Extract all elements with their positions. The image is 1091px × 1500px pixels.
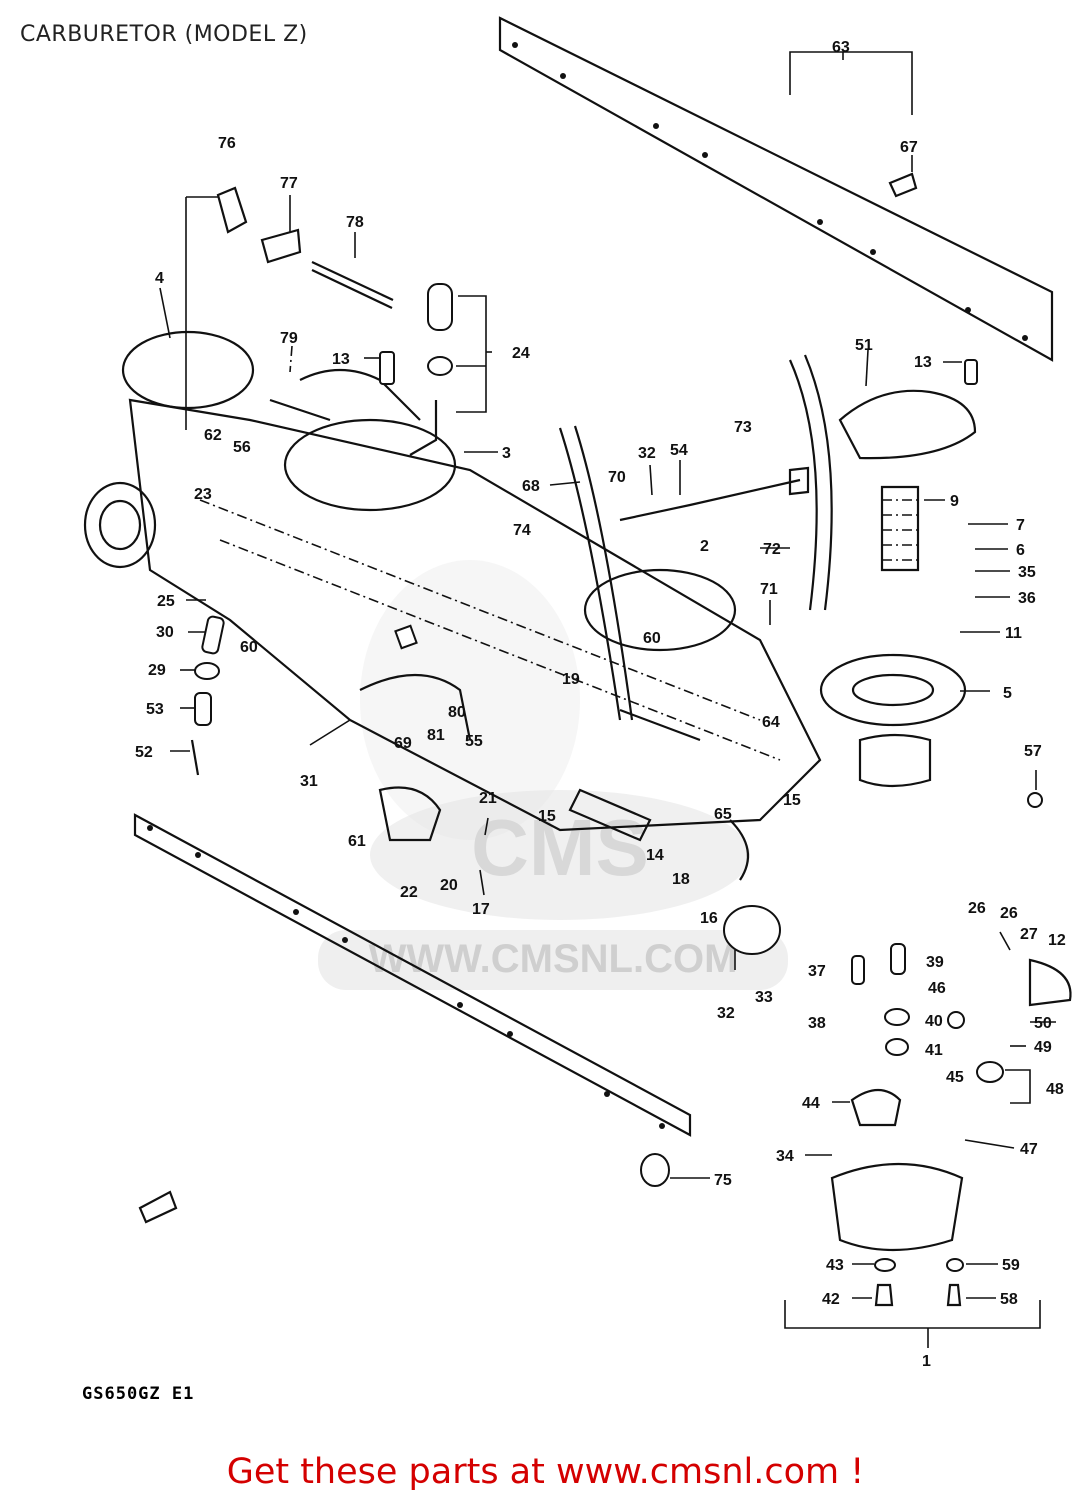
callout-26a: 26 [968,900,986,917]
callout-80: 80 [448,704,466,721]
callout-57: 57 [1024,743,1042,760]
callout-39: 39 [926,954,944,971]
callout-49: 49 [1034,1039,1052,1056]
callout-16: 16 [700,910,718,927]
callout-64: 64 [762,714,780,731]
watermark: CMS WWW.CMSNL.COM [318,560,788,990]
callout-47: 47 [1020,1141,1038,1158]
callout-63: 63 [832,39,850,56]
callout-13b: 13 [914,354,932,371]
callout-52: 52 [135,744,153,761]
callout-71: 71 [760,581,778,598]
callout-15b: 15 [783,792,801,809]
callout-50: 50 [1034,1015,1052,1032]
callout-81: 81 [427,727,445,744]
callout-43: 43 [826,1257,844,1274]
callout-14: 14 [646,847,664,864]
small-parts [138,172,1072,1307]
callout-74: 74 [513,522,531,539]
callout-45: 45 [946,1069,964,1086]
callout-37: 37 [808,963,826,980]
callout-78: 78 [346,214,364,231]
callout-68: 68 [522,478,540,495]
watermark-logo: CMS [471,803,649,892]
callout-65: 65 [714,806,732,823]
page-title: CARBURETOR (MODEL Z) [20,22,308,47]
callout-32b: 32 [717,1005,735,1022]
callout-2: 2 [700,538,709,555]
callout-29: 29 [148,662,166,679]
top-mounting-plate [498,16,1054,362]
callout-77: 77 [280,175,298,192]
callout-35: 35 [1018,564,1036,581]
callout-17: 17 [472,901,490,918]
callout-72: 72 [763,541,781,558]
callout-7: 7 [1016,517,1025,534]
callout-58: 58 [1000,1291,1018,1308]
callout-1: 1 [922,1353,931,1370]
callout-26b: 26 [1000,905,1018,922]
callout-32a: 32 [638,445,656,462]
callout-27: 27 [1020,926,1038,943]
callout-61: 61 [348,833,366,850]
callout-60a: 60 [240,639,258,656]
callout-25: 25 [157,593,175,610]
callout-53: 53 [146,701,164,718]
callout-13a: 13 [332,351,350,368]
diaphragm-assembly [819,389,977,1252]
callout-labels: 63 67 76 77 78 4 79 13 24 51 13 3 62 56 … [135,39,1066,1370]
callout-6: 6 [1016,542,1025,559]
callout-67: 67 [900,139,918,156]
cta-link[interactable]: Get these parts at www.cmsnl.com ! [226,1452,865,1492]
diagram-code: GS650GZ E1 [82,1384,195,1404]
callout-22: 22 [400,884,418,901]
callout-19: 19 [562,671,580,688]
callout-9: 9 [950,493,959,510]
callout-3: 3 [502,445,511,462]
callout-73: 73 [734,419,752,436]
callout-34: 34 [776,1148,794,1165]
callout-79: 79 [280,330,298,347]
callout-41: 41 [925,1042,943,1059]
callout-48: 48 [1046,1081,1064,1098]
callout-62: 62 [204,427,222,444]
callout-55: 55 [465,733,483,750]
callout-44: 44 [802,1095,820,1112]
callout-70: 70 [608,469,626,486]
callout-15a: 15 [538,808,556,825]
watermark-url: WWW.CMSNL.COM [369,937,738,981]
callout-5: 5 [1003,685,1012,702]
callout-12: 12 [1048,932,1066,949]
callout-75: 75 [714,1172,732,1189]
callout-46: 46 [928,980,946,997]
callout-56: 56 [233,439,251,456]
callout-60b: 60 [643,630,661,647]
bottom-mounting-plate [133,813,692,1137]
callout-30: 30 [156,624,174,641]
callout-24: 24 [512,345,530,362]
callout-11: 11 [1005,625,1022,642]
callout-18: 18 [672,871,690,888]
callout-38: 38 [808,1015,826,1032]
tubes [558,354,833,721]
callout-20: 20 [440,877,458,894]
carburetor-bank [83,330,822,881]
callout-21: 21 [479,790,497,807]
callout-76: 76 [218,135,236,152]
callout-51: 51 [855,337,873,354]
callout-54: 54 [670,442,688,459]
callout-4: 4 [155,270,164,287]
callout-42: 42 [822,1291,840,1308]
callout-59: 59 [1002,1257,1020,1274]
leader-lines [159,51,1056,1348]
callout-69: 69 [394,735,412,752]
callout-36: 36 [1018,590,1036,607]
callout-33: 33 [755,989,773,1006]
callout-40: 40 [925,1013,943,1030]
callout-23: 23 [194,486,212,503]
callout-31: 31 [300,773,318,790]
